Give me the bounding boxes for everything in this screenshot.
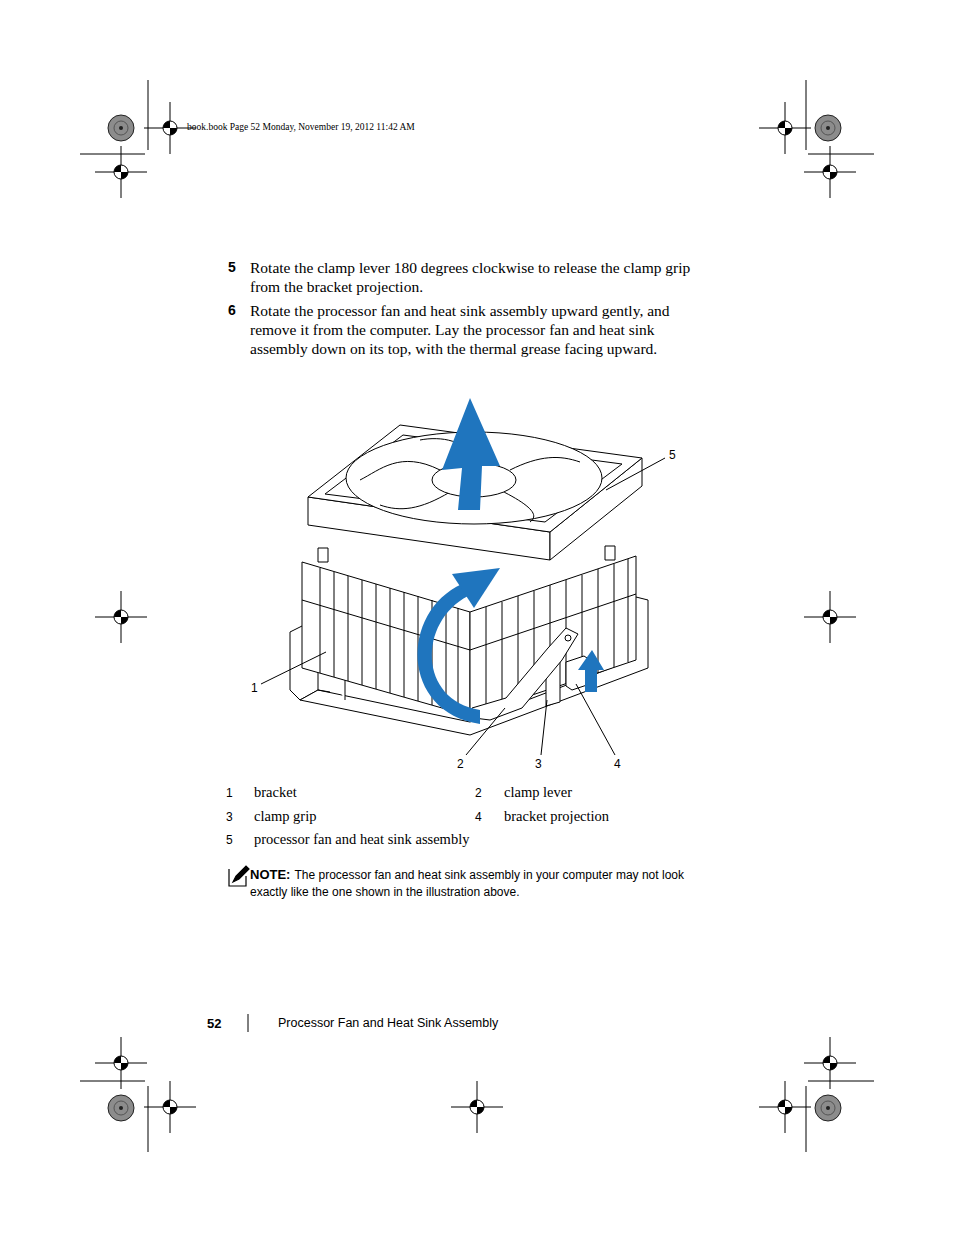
step-number: 6 (228, 302, 236, 319)
fan-heatsink-illustration (261, 398, 665, 755)
crop-marks (80, 80, 874, 1152)
step-number: 5 (228, 259, 236, 276)
note-text: The processor fan and heat sink assembly… (250, 868, 684, 899)
legend-term: bracket (254, 784, 297, 801)
heatsink-fins (302, 559, 636, 712)
rotate-arrow-head (452, 568, 500, 608)
heatsink-right-face (470, 556, 636, 716)
callout-number: 3 (535, 757, 542, 771)
lift-arrow (442, 398, 500, 510)
rotate-arrow (418, 584, 480, 724)
note-label: NOTE: (250, 867, 290, 882)
print-slug: book.book Page 52 Monday, November 19, 2… (187, 122, 415, 133)
legend-term: bracket projection (504, 808, 609, 825)
legend-term: clamp lever (504, 784, 572, 801)
running-footer: Processor Fan and Heat Sink Assembly (278, 1016, 498, 1031)
callout-number: 5 (669, 448, 676, 462)
note-block: NOTE:The processor fan and heat sink ass… (250, 866, 718, 901)
legend-number: 3 (226, 810, 233, 824)
lever-pivot (565, 635, 571, 641)
note-icon (229, 866, 249, 886)
legend-number: 1 (226, 786, 233, 800)
callout-number: 4 (614, 757, 621, 771)
clamp-lever (472, 628, 578, 720)
legend-number: 2 (475, 786, 482, 800)
callout-number: 2 (457, 757, 464, 771)
leader-lines (261, 458, 665, 755)
step-text: Rotate the processor fan and heat sink a… (250, 301, 716, 358)
release-arrow (578, 650, 604, 692)
legend-number: 5 (226, 833, 233, 847)
page-number: 52 (207, 1016, 221, 1032)
legend-number: 4 (475, 810, 482, 824)
footer-divider (248, 1014, 249, 1032)
callout-number: 1 (251, 681, 258, 695)
motion-arrows (418, 398, 604, 724)
legend-term: clamp grip (254, 808, 316, 825)
step-text: Rotate the clamp lever 180 degrees clock… (250, 258, 716, 296)
legend-term: processor fan and heat sink assembly (254, 831, 469, 848)
